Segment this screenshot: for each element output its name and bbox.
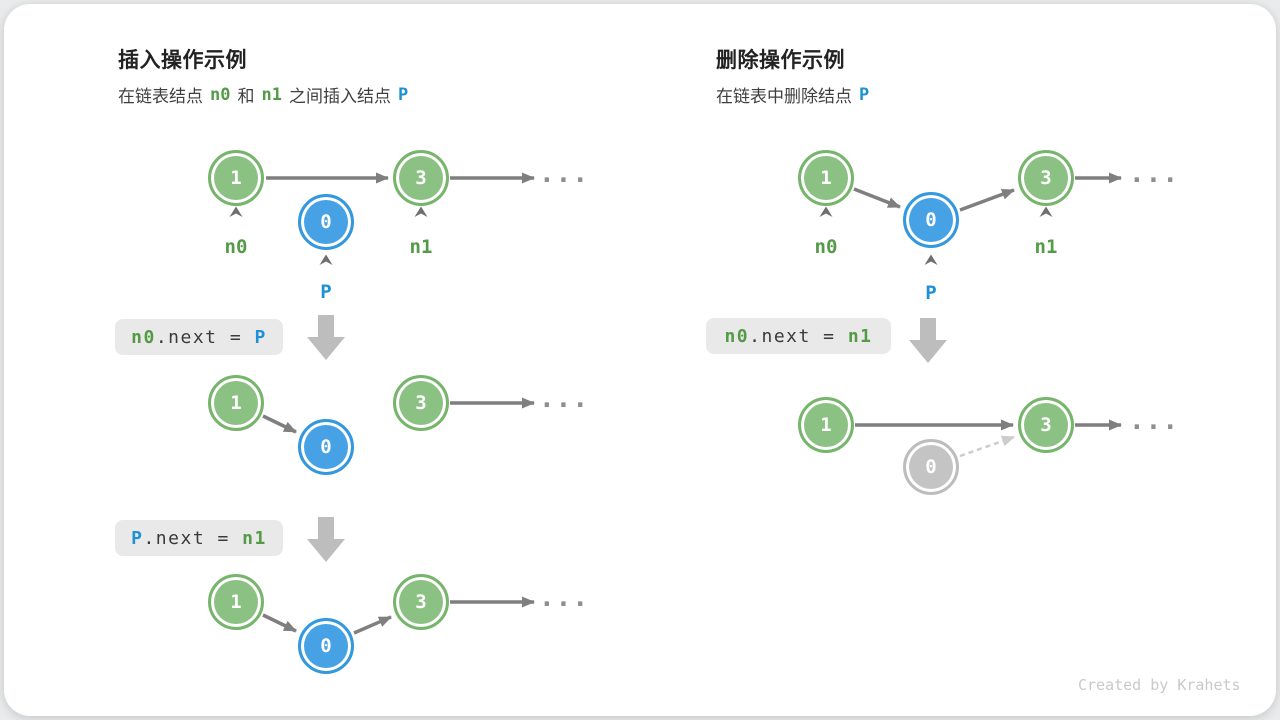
insert-section-subtitle: 在链表结点 n0 和 n1 之间插入结点 P: [118, 82, 415, 107]
ellipsis: ...: [539, 384, 589, 414]
next-arrow: [853, 187, 901, 209]
caret-up-icon: [1039, 206, 1053, 217]
step-down-arrow-icon: [307, 315, 345, 360]
caret-up-icon: [319, 254, 333, 265]
insert-section-title: 插入操作示例: [118, 49, 247, 72]
list-node-removed: 0: [903, 439, 959, 495]
pointer-label-p: P: [320, 281, 332, 303]
caret-up-icon: [819, 206, 833, 217]
code-label-insert-step2: P.next = n1: [115, 520, 283, 556]
list-node-inserted: 0: [298, 194, 354, 250]
pointer-label-n0: n0: [224, 236, 248, 258]
subtitle-text: 之间插入结点: [288, 87, 391, 106]
ellipsis: ...: [539, 583, 589, 613]
step-down-arrow-icon: [909, 318, 947, 363]
watermark-credit: Created by Krahets: [1078, 676, 1241, 694]
pointer-label-n0: n0: [814, 236, 838, 258]
delete-section-subtitle: 在链表中删除结点 P: [716, 82, 876, 107]
caret-up-icon: [924, 254, 938, 265]
list-node-target: 0: [903, 192, 959, 248]
subtitle-text: 在链表结点: [118, 87, 203, 106]
code-var: P: [254, 326, 267, 348]
list-node: 1: [208, 375, 264, 431]
next-arrow: [262, 414, 297, 434]
pointer-label-n1: n1: [1034, 236, 1058, 258]
list-node-inserted: 0: [298, 618, 354, 674]
code-label-delete-step1: n0.next = n1: [706, 318, 891, 354]
list-node: 1: [208, 574, 264, 630]
subtitle-text: 和: [237, 87, 255, 106]
code-op: .next =: [749, 325, 848, 347]
code-op: .next =: [155, 326, 255, 348]
pointer-label-n1: n1: [409, 236, 433, 258]
pointer-label-p: P: [925, 282, 937, 304]
list-node: 3: [393, 150, 449, 206]
list-node: 3: [1018, 397, 1074, 453]
code-op: .next =: [143, 527, 243, 549]
next-arrow: [262, 613, 297, 633]
list-node-inserted: 0: [298, 419, 354, 475]
list-node: 1: [798, 150, 854, 206]
subtitle-text: 在链表中删除结点: [716, 87, 852, 106]
next-arrow: [959, 188, 1015, 212]
subtitle-code-n0: n0: [210, 84, 231, 105]
ellipsis: ...: [1129, 159, 1179, 189]
code-var: n0: [131, 326, 156, 348]
code-var: P: [131, 527, 144, 549]
caret-up-icon: [414, 206, 428, 217]
ellipsis: ...: [1129, 406, 1179, 436]
subtitle-code-n1: n1: [261, 84, 282, 105]
subtitle-code-p: P: [859, 84, 870, 105]
list-node: 3: [1018, 150, 1074, 206]
delete-section-title: 删除操作示例: [716, 49, 845, 72]
caret-up-icon: [229, 206, 243, 217]
step-down-arrow-icon: [307, 517, 345, 562]
list-node: 3: [393, 574, 449, 630]
list-node: 1: [798, 397, 854, 453]
dashed-removed-arrow: [959, 435, 1015, 458]
code-var: n1: [847, 325, 873, 347]
next-arrow: [353, 615, 392, 635]
code-var: n1: [242, 527, 267, 549]
ellipsis: ...: [539, 159, 589, 189]
list-node: 3: [393, 375, 449, 431]
code-var: n0: [724, 325, 750, 347]
list-node: 1: [208, 150, 264, 206]
code-label-insert-step1: n0.next = P: [115, 319, 283, 355]
subtitle-code-p: P: [397, 84, 409, 105]
